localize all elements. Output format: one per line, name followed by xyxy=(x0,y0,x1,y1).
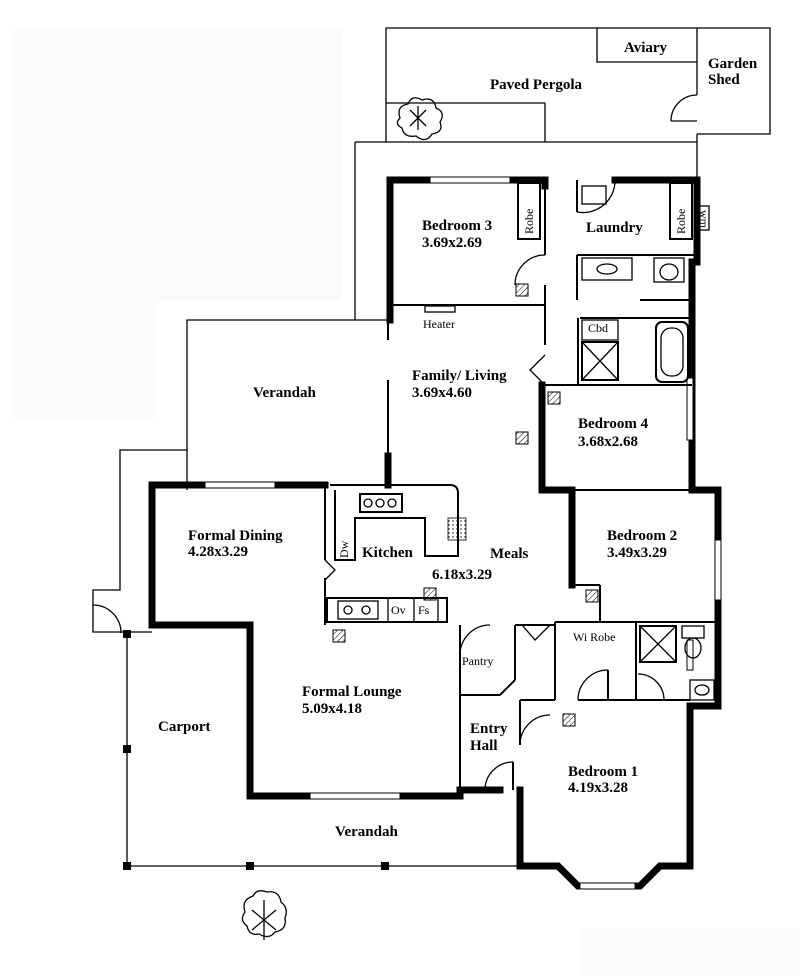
formal-lounge-label: Formal Lounge xyxy=(302,684,402,700)
pergola-area xyxy=(354,27,771,320)
kitchen-bench xyxy=(326,484,467,623)
carport-label: Carport xyxy=(158,719,211,735)
heater-label: Heater xyxy=(423,317,455,331)
wi-robe-label: Wi Robe xyxy=(573,630,616,644)
bedroom3-size: 3.69x2.69 xyxy=(422,235,482,251)
garden-shed-label: Garden xyxy=(708,56,758,72)
bedroom4-label: Bedroom 4 xyxy=(578,416,649,432)
entry-hall-label: Entry xyxy=(470,721,508,737)
entry-hall-label-2: Hall xyxy=(470,738,498,754)
family-living-label: Family/ Living xyxy=(412,368,507,384)
bedroom4-size: 3.68x2.68 xyxy=(578,434,638,450)
formal-lounge-size: 5.09x4.18 xyxy=(302,701,362,717)
meals-size: 6.18x3.29 xyxy=(432,567,492,583)
bedroom2-size: 3.49x3.29 xyxy=(607,545,667,561)
pantry-label: Pantry xyxy=(462,654,493,668)
aviary-label: Aviary xyxy=(624,40,668,56)
fs-label: Fs xyxy=(418,603,430,617)
kitchen-label: Kitchen xyxy=(362,545,413,561)
dw-label: Dw xyxy=(337,540,351,558)
verandah-front-label: Verandah xyxy=(335,824,398,840)
robe-label-1: Robe xyxy=(522,209,536,234)
wm-label: wm xyxy=(697,210,711,229)
tree-icon xyxy=(396,97,443,141)
verandah-rear-label: Verandah xyxy=(253,385,316,401)
bedroom1-label: Bedroom 1 xyxy=(568,764,638,780)
bedroom1-size: 4.19x3.28 xyxy=(568,780,628,796)
formal-dining-label: Formal Dining xyxy=(188,528,283,544)
formal-dining-size: 4.28x3.29 xyxy=(188,544,248,560)
garden-shed-label-2: Shed xyxy=(708,72,740,88)
paved-pergola-label: Paved Pergola xyxy=(490,77,583,93)
bedroom2-label: Bedroom 2 xyxy=(607,528,677,544)
tree-icon xyxy=(241,890,287,940)
interior-walls xyxy=(324,179,718,791)
bedroom3-label: Bedroom 3 xyxy=(422,218,492,234)
carport xyxy=(123,630,520,870)
cbd-label: Cbd xyxy=(588,321,608,335)
laundry-label: Laundry xyxy=(586,220,643,236)
meals-label: Meals xyxy=(490,546,528,562)
ov-label: Ov xyxy=(391,603,406,617)
robe-label-2: Robe xyxy=(674,209,688,234)
family-living-size: 3.69x4.60 xyxy=(412,385,472,401)
